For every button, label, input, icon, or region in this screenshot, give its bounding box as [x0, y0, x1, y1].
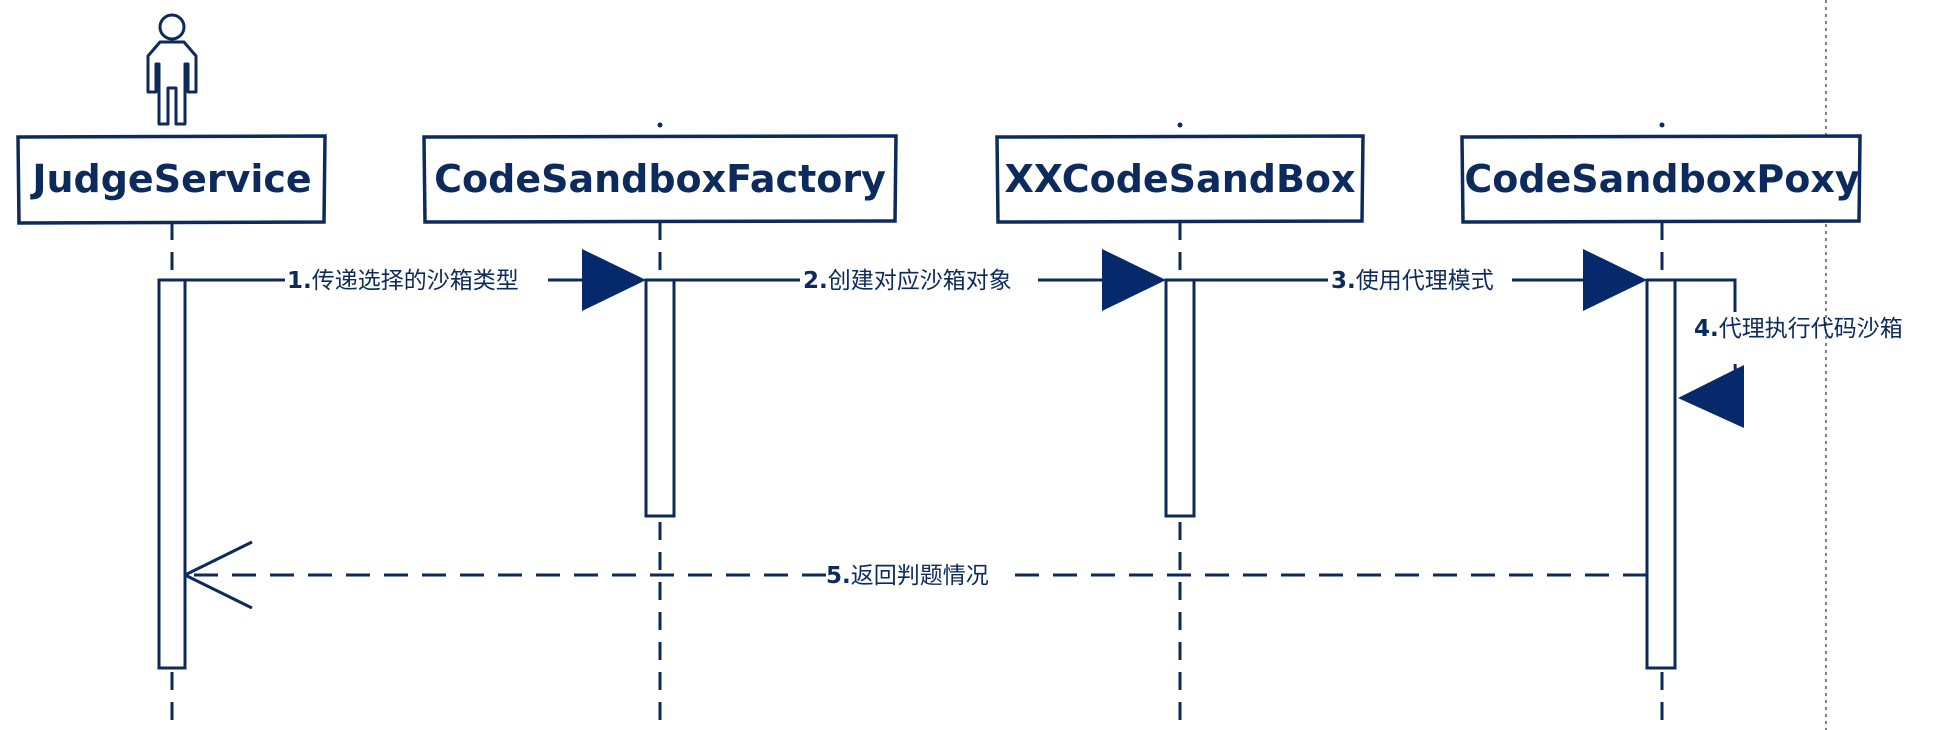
message-1-arrow	[185, 249, 646, 311]
message-3-arrow	[1194, 249, 1647, 311]
lifeline-top-dot	[1659, 122, 1665, 128]
activation-bar-xx	[1164, 278, 1196, 518]
message-3-label: 3.使用代理模式	[1331, 268, 1494, 294]
message-2-label: 2.创建对应沙箱对象	[803, 268, 1012, 294]
message-2-arrow	[674, 249, 1166, 311]
participant-box-xx	[995, 134, 1365, 224]
message-1-label: 1.传递选择的沙箱类型	[287, 268, 519, 294]
participant-label-judge: JudgeService	[29, 157, 311, 201]
activation-bar-proxy	[1645, 278, 1677, 670]
participant-label-proxy: CodeSandboxPoxy	[1464, 157, 1860, 201]
actor-icon	[146, 13, 198, 126]
participant-box-factory	[422, 134, 898, 224]
participant-label-xx: XXCodeSandBox	[1004, 157, 1355, 201]
lifeline-top-dot	[657, 122, 663, 128]
participant-label-factory: CodeSandboxFactory	[434, 157, 886, 201]
message-5-label: 5.返回判题情况	[826, 563, 989, 589]
message-5-arrow	[184, 540, 1647, 610]
lifeline-top-dot	[1177, 122, 1183, 128]
participant-box-proxy	[1460, 134, 1862, 224]
activation-bar-judge	[157, 278, 187, 670]
message-4-arrow	[1675, 278, 1744, 428]
participant-box-judge	[16, 134, 327, 225]
activation-bar-factory	[644, 278, 676, 518]
message-4-label: 4.代理执行代码沙箱	[1694, 316, 1903, 342]
